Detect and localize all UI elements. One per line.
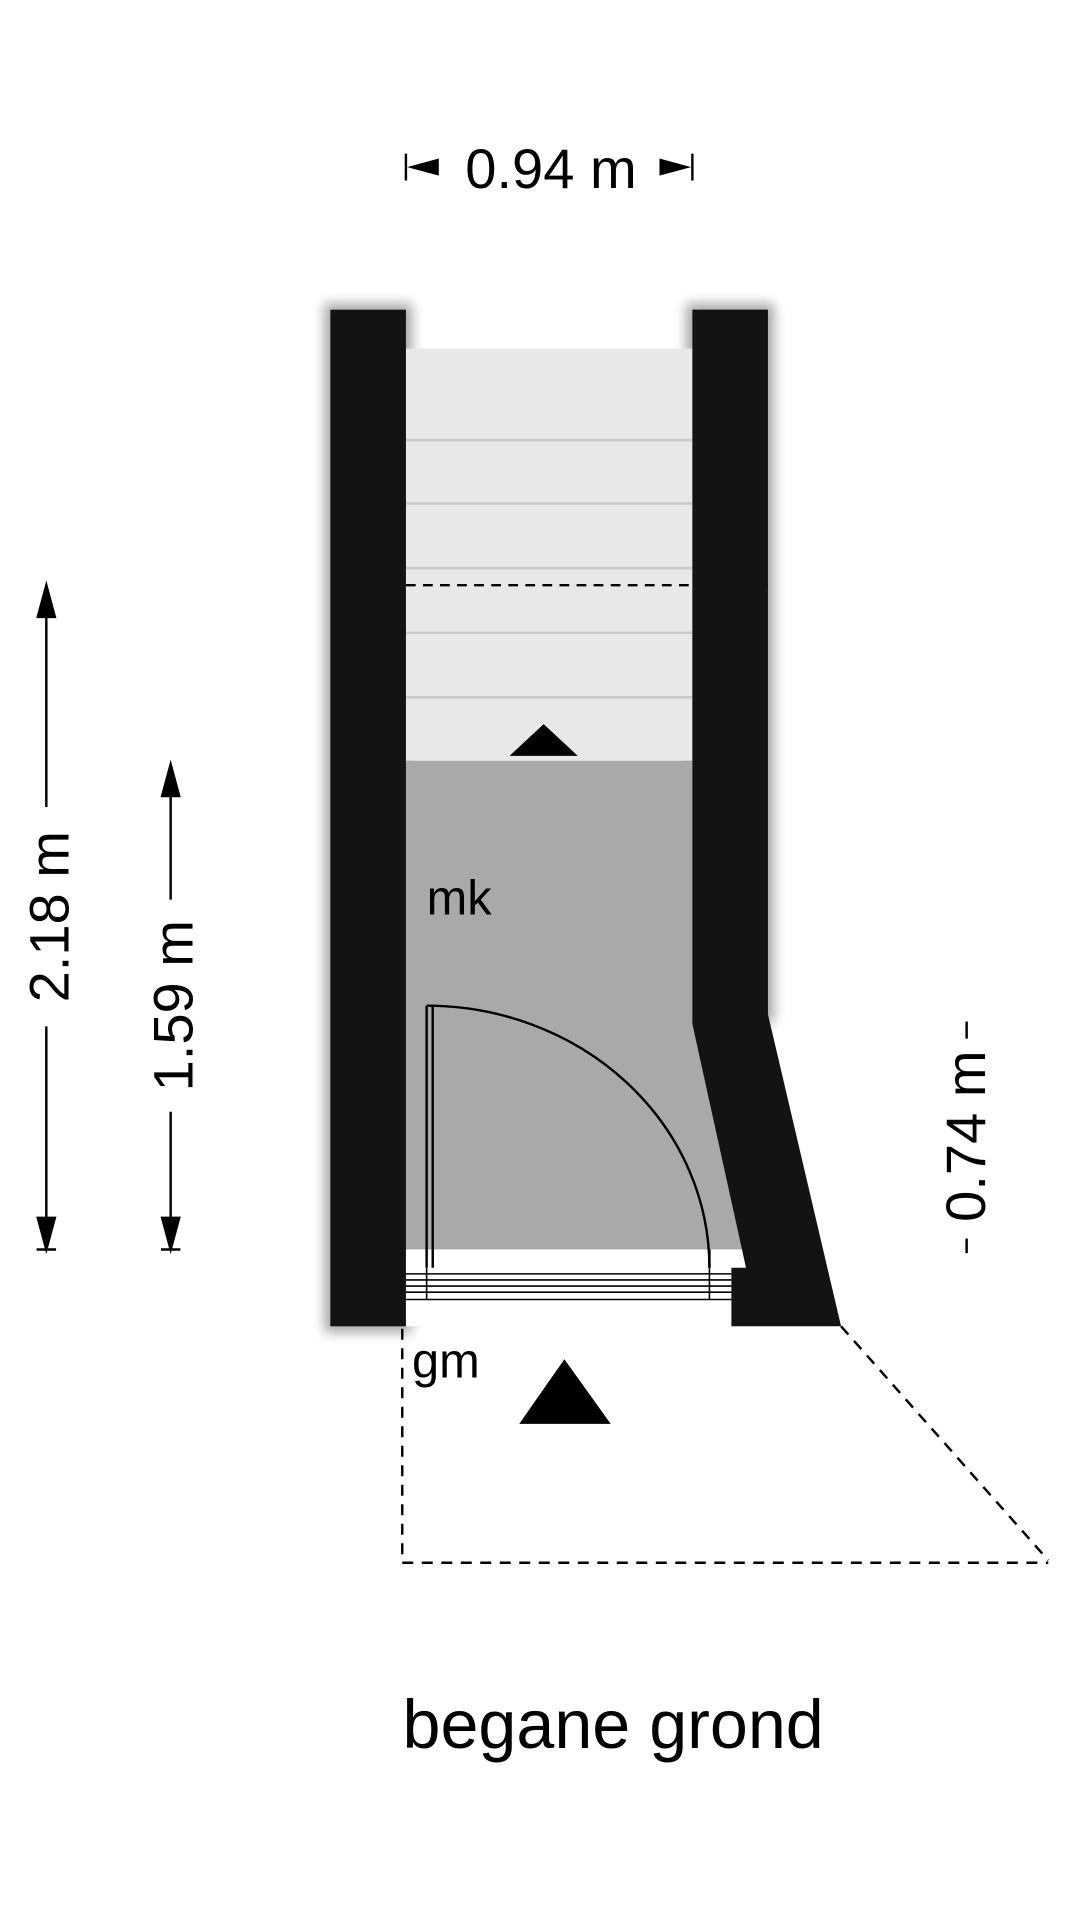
outdoor-area-outline [401,1325,1050,1564]
staircase [405,348,768,761]
room-label-mk: mk [427,871,493,925]
dimension-label: 1.59 m [142,920,205,1091]
wall-right [692,309,842,1327]
dimension-height-right: 0.74 m [934,1021,997,1254]
dimension-height-inner: 1.59 m [142,759,205,1255]
dimension-height-left: 2.18 m [17,580,80,1255]
entrance-arrow-icon [519,1359,611,1424]
stair-direction-icon [509,724,578,756]
dimension-label: 0.94 m [465,137,636,200]
wall-left [330,309,406,1327]
door-swing [425,1004,711,1268]
dimension-width-top: 0.94 m [404,137,694,200]
dimension-label: 2.18 m [17,831,80,1002]
floor-title: begane grond [403,1687,824,1763]
dimension-label: 0.74 m [934,1050,997,1221]
room-mk [405,760,744,1250]
entrance-threshold [405,1249,732,1327]
room-label-gm: gm [412,1334,480,1388]
